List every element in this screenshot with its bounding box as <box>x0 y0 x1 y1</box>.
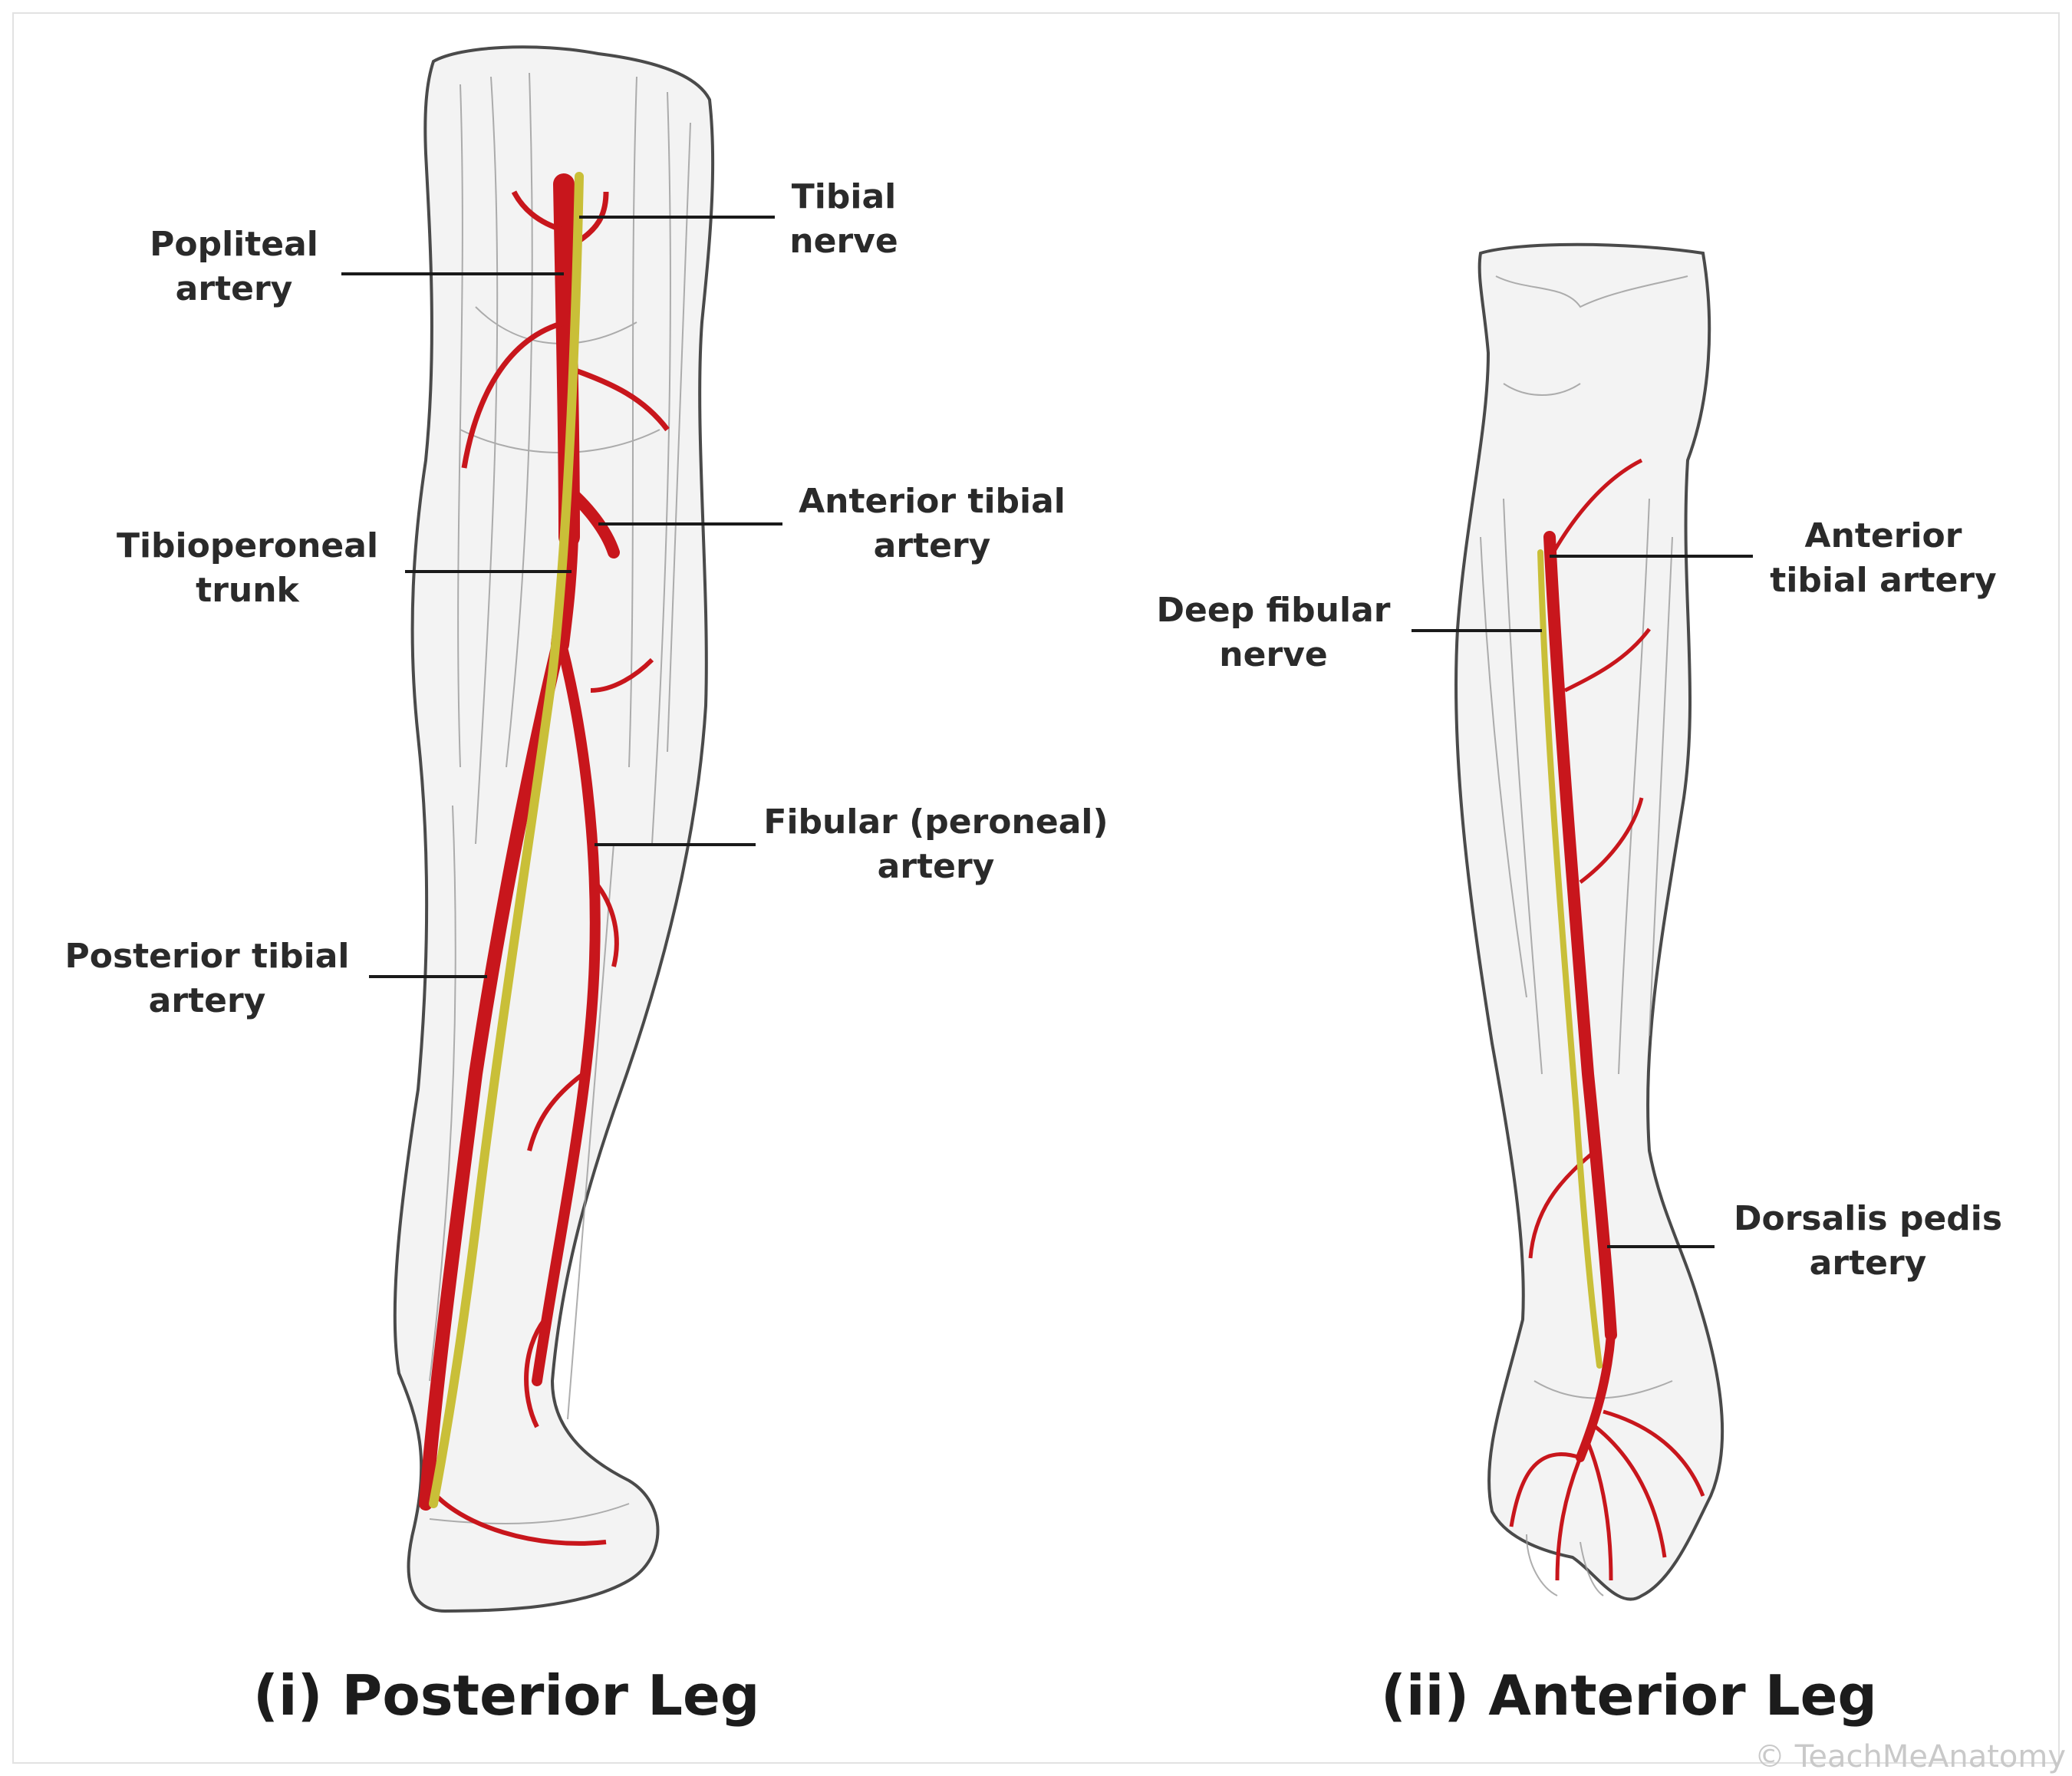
label-deep-fibular-nerve: Deep fibular nerve <box>1151 588 1396 677</box>
label-anterior-tibial-artery-line1: Anterior tibial <box>790 479 1074 524</box>
label-dorsalis-pedis-artery: Dorsalis pedis artery <box>1730 1197 2006 1286</box>
label-popliteal-artery-line1: Popliteal <box>138 222 330 267</box>
watermark-text: TeachMeAnatomy <box>1795 1739 2066 1774</box>
label-deep-fibular-nerve-line2: nerve <box>1151 633 1396 677</box>
label-anterior-tibial-artery-ii-line2: tibial artery <box>1764 559 2002 603</box>
label-fibular-artery-line1: Fibular (peroneal) <box>759 800 1112 845</box>
copyright-icon: © <box>1754 1739 1785 1774</box>
label-tibial-nerve-line2: nerve <box>779 219 909 264</box>
caption-anterior-leg: (ii) Anterior Leg <box>1381 1663 1877 1728</box>
label-anterior-tibial-artery-line2: artery <box>790 524 1074 568</box>
posterior-leg-drawing <box>395 47 713 1611</box>
label-fibular-artery-line2: artery <box>759 845 1112 889</box>
label-tibioperoneal-trunk: Tibioperoneal trunk <box>115 524 380 613</box>
anterior-leg-drawing <box>1456 245 1722 1600</box>
label-posterior-tibial-artery-line2: artery <box>61 979 353 1023</box>
label-deep-fibular-nerve-line1: Deep fibular <box>1151 588 1396 633</box>
caption-posterior-leg: (i) Posterior Leg <box>253 1663 759 1728</box>
label-popliteal-artery-line2: artery <box>138 267 330 311</box>
label-tibial-nerve: Tibial nerve <box>779 175 909 264</box>
label-tibial-nerve-line1: Tibial <box>779 175 909 219</box>
label-fibular-artery: Fibular (peroneal) artery <box>759 800 1112 889</box>
label-anterior-tibial-artery-ii: Anterior tibial artery <box>1764 514 2002 603</box>
label-anterior-tibial-artery-ii-line1: Anterior <box>1764 514 2002 559</box>
label-tibioperoneal-trunk-line1: Tibioperoneal <box>115 524 380 568</box>
watermark: © TeachMeAnatomy <box>1754 1739 2066 1774</box>
label-posterior-tibial-artery: Posterior tibial artery <box>61 934 353 1023</box>
label-tibioperoneal-trunk-line2: trunk <box>115 568 380 613</box>
label-popliteal-artery: Popliteal artery <box>138 222 330 311</box>
anterior-leg-outline <box>1456 245 1722 1600</box>
label-dorsalis-pedis-artery-line1: Dorsalis pedis <box>1730 1197 2006 1241</box>
label-anterior-tibial-artery: Anterior tibial artery <box>790 479 1074 568</box>
label-posterior-tibial-artery-line1: Posterior tibial <box>61 934 353 979</box>
label-dorsalis-pedis-artery-line2: artery <box>1730 1241 2006 1286</box>
